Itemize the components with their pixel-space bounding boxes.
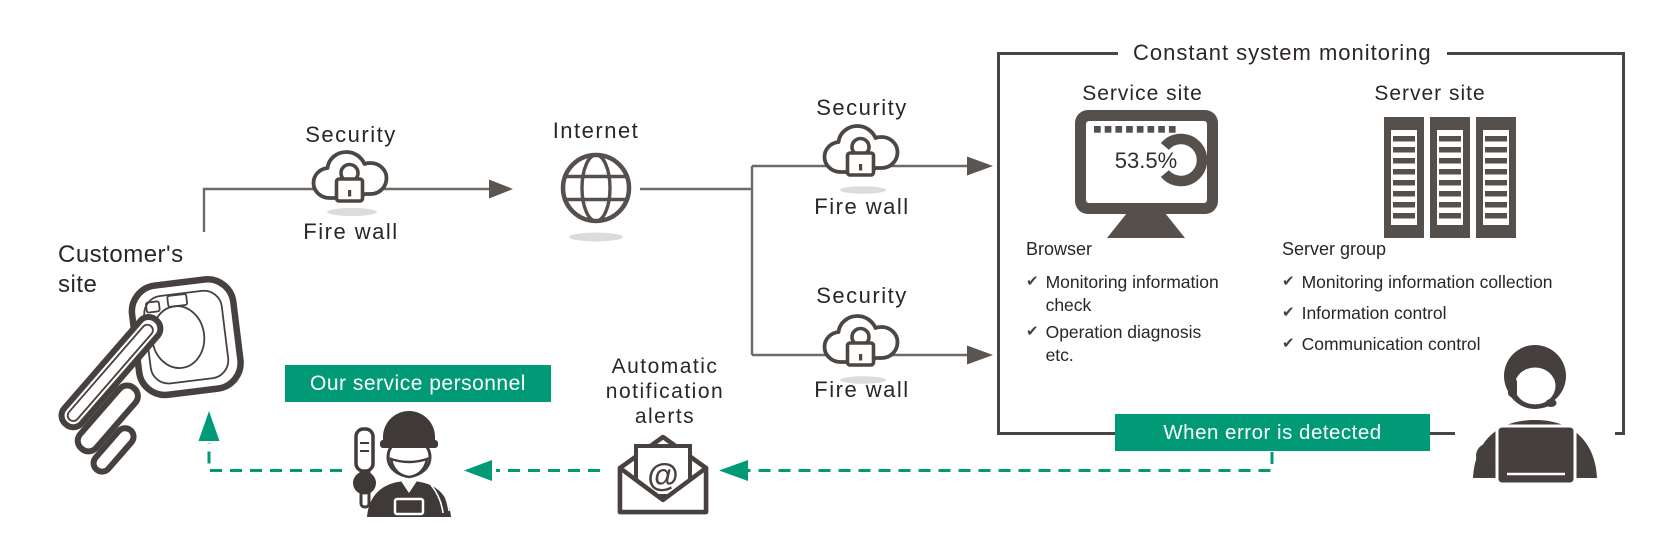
list-item-text: Operation diagnosis etc. bbox=[1045, 321, 1202, 366]
check-icon: ✔ bbox=[1026, 272, 1039, 290]
firewall-cloud-lock-icon bbox=[311, 150, 389, 203]
server-group-heading: Server group bbox=[1282, 239, 1387, 259]
firewall2-security-label: Security bbox=[816, 95, 908, 120]
list-item: ✔ Monitoring information check bbox=[1026, 271, 1226, 317]
firewall3-security-label: Security bbox=[816, 283, 908, 308]
support-operator-icon bbox=[1455, 336, 1615, 488]
check-icon: ✔ bbox=[1282, 272, 1295, 290]
server-group-list: Server group ✔ Monitoring information co… bbox=[1282, 238, 1622, 364]
email-alert-icon: @ bbox=[617, 434, 709, 515]
firewall1-firewall-label: Fire wall bbox=[303, 219, 399, 244]
firewall-cloud-lock-icon bbox=[822, 314, 900, 367]
list-item: ✔ Operation diagnosis etc. bbox=[1026, 321, 1226, 367]
firewall3-firewall-label: Fire wall bbox=[814, 377, 910, 402]
check-icon: ✔ bbox=[1282, 334, 1295, 352]
technician-icon bbox=[353, 411, 451, 517]
icon-shadows bbox=[327, 186, 886, 384]
list-item: ✔ Monitoring information collection bbox=[1282, 271, 1622, 294]
list-item-text: Information control bbox=[1301, 302, 1447, 323]
list-item-text: Monitoring information collection bbox=[1301, 271, 1553, 292]
connector-arrowheads bbox=[489, 156, 993, 365]
firewall1-security-label: Security bbox=[305, 122, 397, 147]
service-site-heading: Service site bbox=[1082, 82, 1203, 105]
notification-label: Automatic notification alerts bbox=[605, 355, 725, 428]
list-item-text: Communication control bbox=[1301, 333, 1481, 354]
firewall-cloud-lock-icon bbox=[822, 124, 900, 177]
at-symbol: @ bbox=[647, 457, 678, 493]
firewall2-firewall-label: Fire wall bbox=[814, 194, 910, 219]
server-site-heading: Server site bbox=[1374, 82, 1486, 105]
customer-site-label: Customer's site bbox=[58, 241, 184, 298]
monitor-percentage-value: 53.5% bbox=[1114, 148, 1178, 173]
browser-list-heading: Browser bbox=[1026, 239, 1093, 259]
error-detected-banner: When error is detected bbox=[1115, 414, 1430, 451]
browser-list: Browser ✔ Monitoring information check ✔… bbox=[1026, 238, 1226, 371]
internet-label: Internet bbox=[552, 118, 640, 143]
connector-lines bbox=[202, 164, 968, 357]
list-item: ✔ Communication control bbox=[1282, 333, 1622, 356]
internet-globe-icon bbox=[560, 152, 632, 224]
monitoring-box-title: Constant system monitoring bbox=[1118, 40, 1447, 66]
check-icon: ✔ bbox=[1026, 322, 1039, 340]
server-racks-icon bbox=[1384, 117, 1516, 238]
list-item-text: Monitoring information check bbox=[1045, 271, 1219, 315]
check-icon: ✔ bbox=[1282, 303, 1295, 321]
error-alert-path bbox=[207, 443, 1274, 472]
error-alert-arrowheads bbox=[198, 411, 748, 481]
service-personnel-banner: Our service personnel bbox=[285, 365, 551, 402]
list-item: ✔ Information control bbox=[1282, 302, 1622, 325]
ct-scanner-icon bbox=[58, 276, 244, 475]
service-monitor-icon bbox=[1075, 110, 1218, 238]
